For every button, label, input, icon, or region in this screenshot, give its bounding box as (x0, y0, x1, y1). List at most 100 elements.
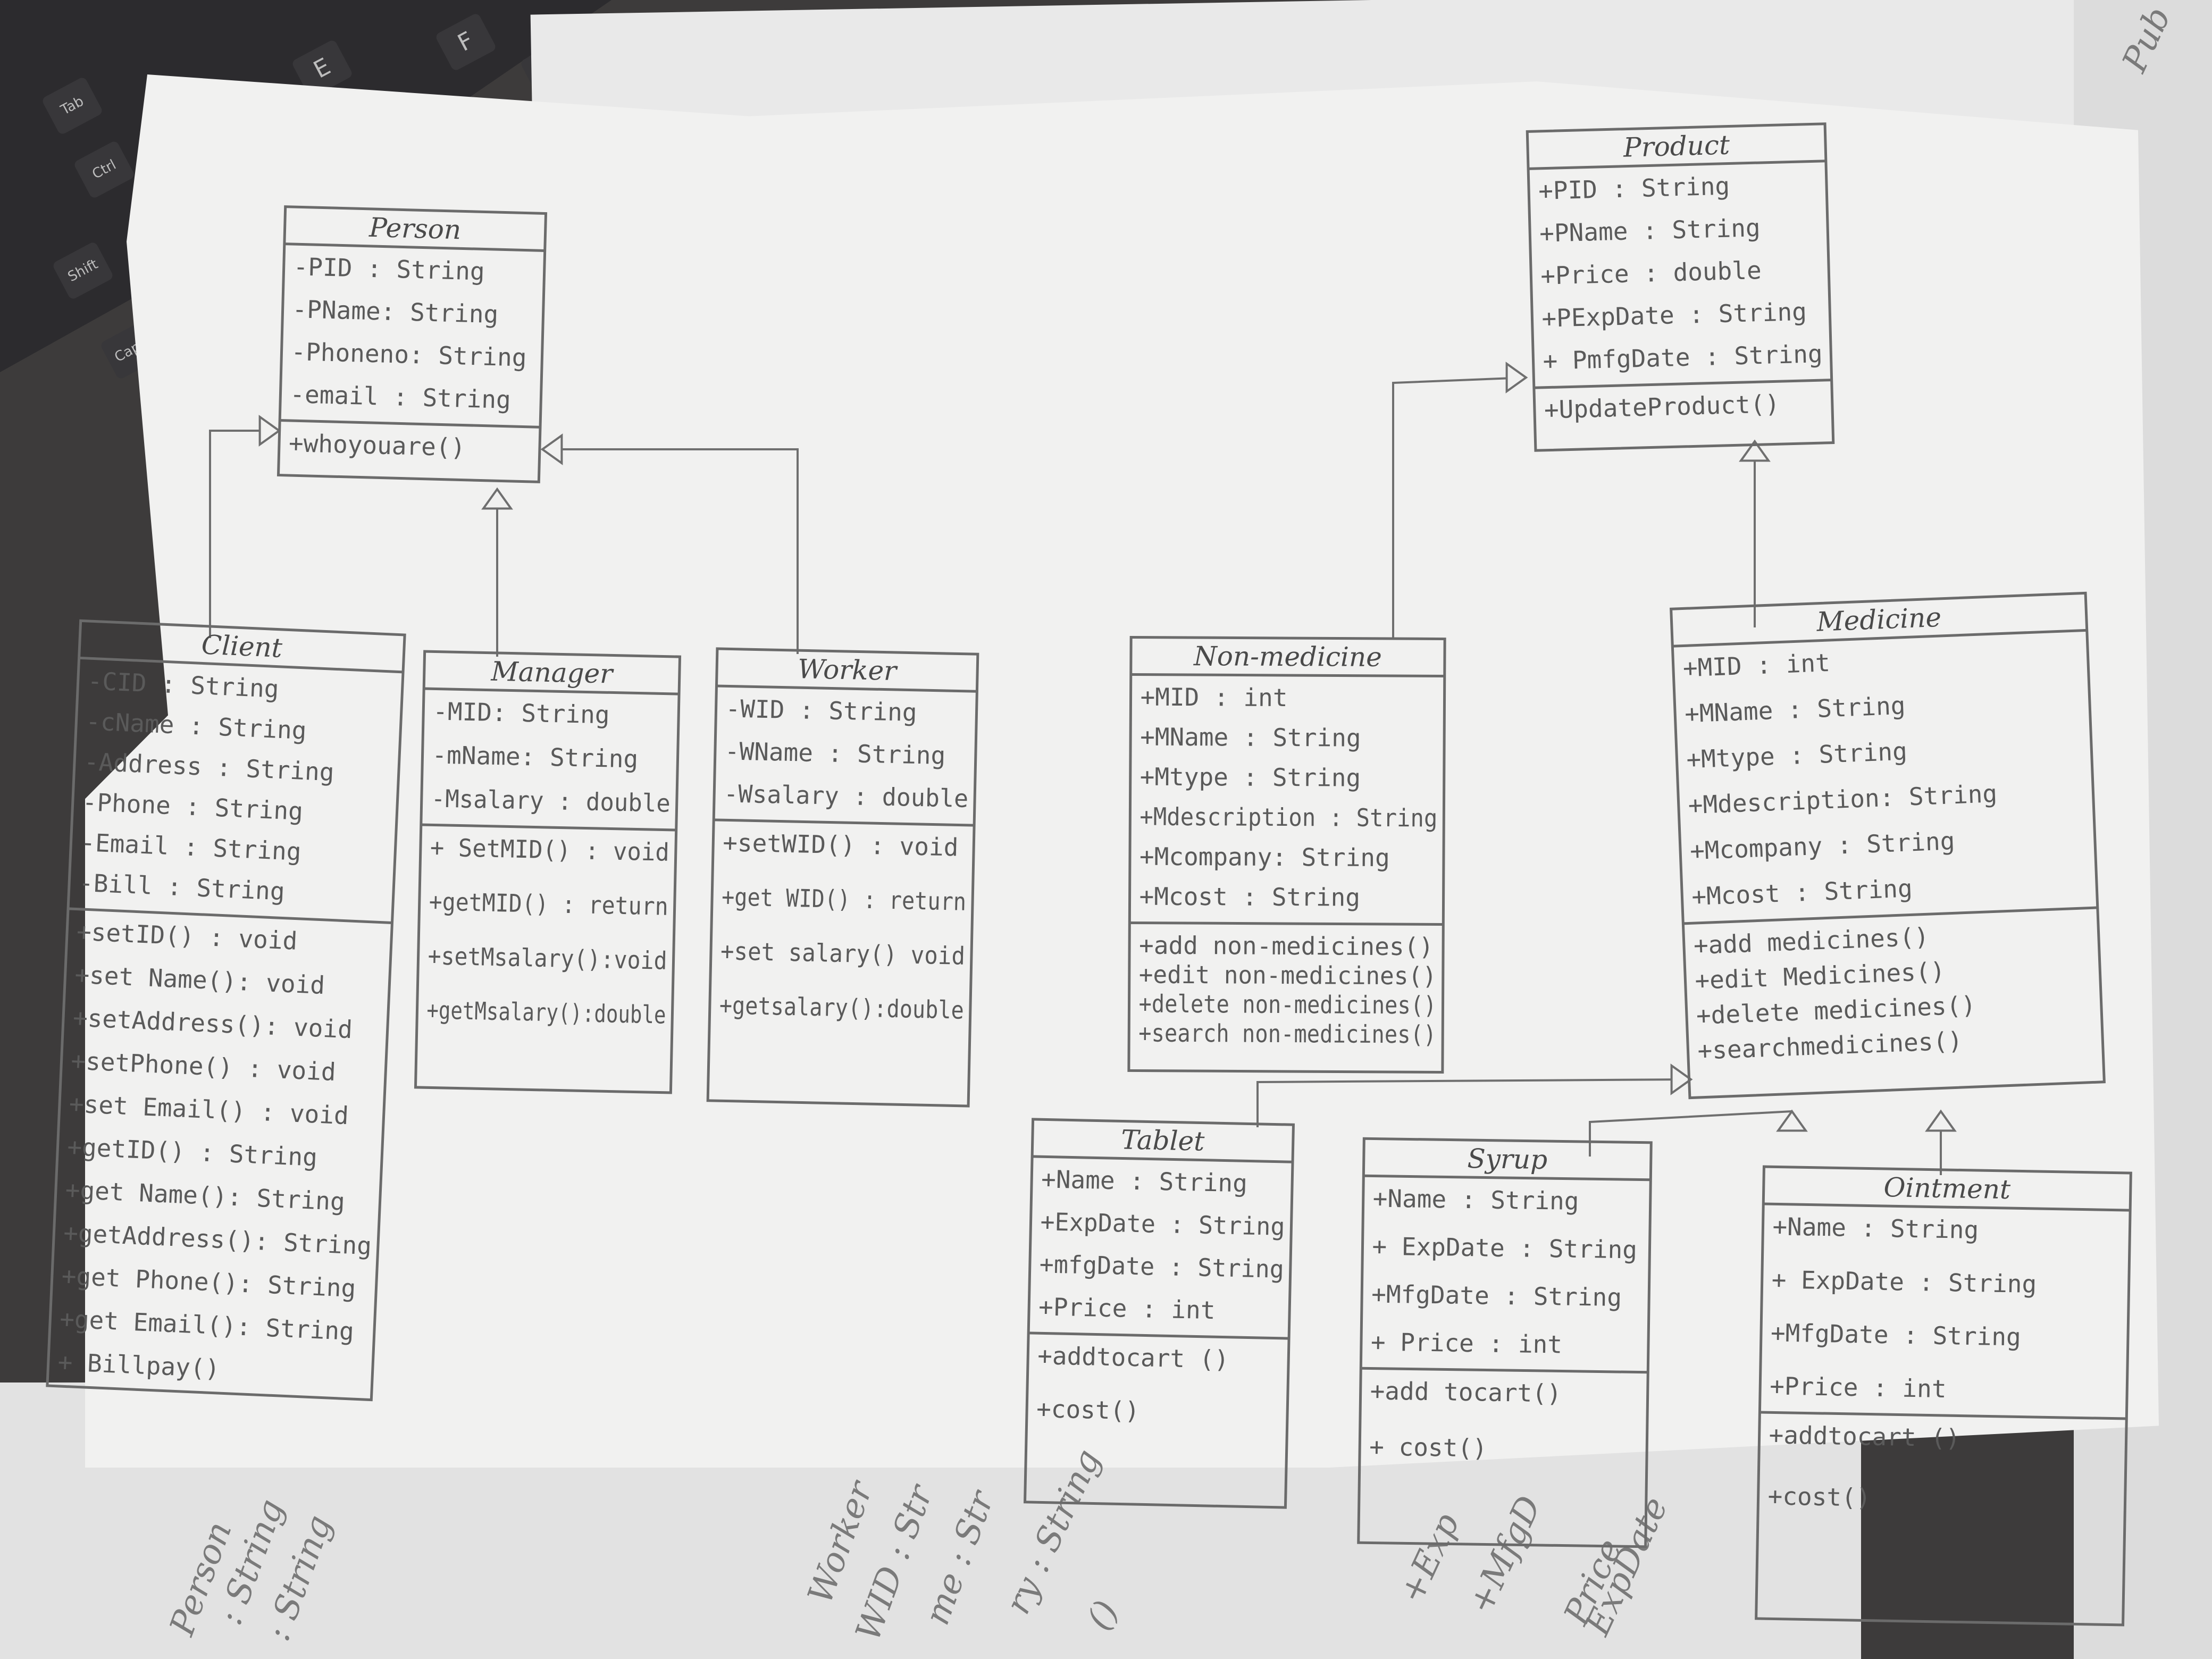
class-name-divider (284, 242, 545, 252)
background-fragment-text: ry : String (998, 1444, 1108, 1620)
class-method: +add medicines() (1693, 922, 1930, 960)
class-attribute: +Name : String (1041, 1164, 1248, 1197)
class-method: +add tocart() (1370, 1376, 1562, 1407)
class-attribute: + ExpDate : String (1372, 1232, 1637, 1264)
class-method: +setAddress(): void (72, 1003, 353, 1044)
class-attribute-divider (421, 823, 676, 832)
class-attribute: -Email : String (80, 828, 301, 866)
class-attribute: +Price : int (1038, 1292, 1216, 1325)
class-method: +delete medicines() (1696, 991, 1976, 1030)
class-attribute: + ExpDate : String (1771, 1265, 2037, 1298)
class-box-outline (1526, 122, 1835, 452)
class-attribute: -WID : String (725, 694, 917, 727)
class-name-divider (716, 684, 977, 693)
class-attribute: -WName : String (724, 736, 945, 770)
class-method: +addtocart () (1037, 1341, 1229, 1374)
class-attribute-divider (714, 818, 975, 827)
class-attribute: +Mcost : String (1691, 874, 1913, 911)
diagram-paper (85, 74, 2159, 1468)
class-attribute-divider (1028, 1331, 1289, 1340)
class-attribute: -email : String (290, 380, 512, 414)
class-attribute: +ExpDate : String (1040, 1207, 1285, 1241)
class-attribute: +MfgDate : String (1371, 1279, 1622, 1312)
inheritance-arrowhead (1670, 1063, 1693, 1095)
class-method: +getID() : String (66, 1132, 318, 1171)
inheritance-links (209, 362, 1957, 1175)
link-worker-to-person (542, 448, 799, 654)
class-attribute: -cName : String (85, 707, 307, 745)
class-attribute: -Phoneno: String (291, 337, 527, 372)
inheritance-arrowhead (258, 415, 281, 447)
class-name: Medicine (1815, 602, 1942, 638)
class-name: Product (1622, 129, 1730, 163)
class-name-divider (1130, 673, 1445, 678)
background-fragment-text: +Exp (1392, 1507, 1467, 1610)
inheritance-arrowhead (540, 433, 563, 465)
class-box-outline (1023, 1118, 1295, 1509)
class-name-divider (1528, 160, 1826, 170)
class-method: +addtocart () (1769, 1420, 1960, 1452)
class-method: + cost() (1369, 1432, 1487, 1462)
class-person: Person-PID : String-PName: String-Phonen… (276, 205, 548, 483)
class-attribute: -Msalary : double (431, 784, 671, 817)
class-name: Person (368, 212, 462, 246)
class-tablet: Tablet+Name : String+ExpDate : String+mf… (1023, 1118, 1295, 1509)
class-attribute: +MName : String (1140, 723, 1361, 752)
class-attribute: +PID : String (1538, 172, 1730, 205)
class-method: +getMsalary():double (426, 995, 666, 1029)
class-attribute-divider (1683, 906, 2098, 925)
class-box-outline (1755, 1165, 2132, 1627)
class-method: +get Name(): String (65, 1175, 346, 1216)
inheritance-arrowhead (1739, 439, 1771, 462)
class-boxes: Person-PID : String-PName: String-Phonen… (46, 122, 2132, 1627)
class-box-outline (1670, 591, 2106, 1100)
class-attribute: +Price : double (1540, 256, 1762, 290)
inheritance-arrowhead (481, 487, 513, 510)
class-name: Non-medicine (1193, 641, 1382, 673)
class-manager: Manager-MID: String-mName: String-Msalar… (414, 650, 682, 1094)
class-client: Client-CID : String-cName : String-Addre… (46, 619, 406, 1402)
class-method: +setPhone() : void (70, 1046, 336, 1086)
class-attribute: +MID : int (1682, 648, 1831, 683)
class-attribute: +MfgDate : String (1771, 1318, 2022, 1351)
class-method: +setMsalary():void (428, 941, 667, 975)
class-method: +getsalary():double (719, 991, 964, 1025)
class-box-outline (1127, 635, 1446, 1074)
class-attribute: +MID : int (1140, 683, 1287, 712)
class-box-outline (706, 647, 979, 1108)
class-attribute: + Price : int (1371, 1327, 1563, 1359)
class-attribute: -Wsalary : double (724, 779, 969, 813)
class-method: +searchmedicines() (1697, 1026, 1963, 1065)
class-box-outline (414, 650, 682, 1094)
class-name-divider (1672, 629, 2087, 648)
class-attribute: -mName: String (432, 740, 639, 773)
class-attribute: -CID : String (87, 666, 280, 703)
class-attribute: -Phone : String (82, 787, 304, 826)
class-name: Worker (798, 653, 899, 686)
class-method: +edit Medicines() (1694, 957, 1946, 995)
class-method: +cost() (1767, 1481, 1871, 1512)
link-nonmedicine-to-product (1392, 376, 1527, 638)
inheritance-arrowhead (1505, 362, 1528, 393)
class-attribute: +Mcompany : String (1689, 826, 1955, 865)
class-attribute-divider (1361, 1367, 1648, 1374)
class-attribute: +Mdescription : String (1139, 802, 1437, 833)
class-method: +setID() : void (76, 917, 298, 956)
class-method: +get Phone(): String (61, 1261, 357, 1303)
class-box-outline (46, 619, 406, 1402)
class-method: +getAddress(): String (63, 1218, 372, 1260)
class-name-divider (1363, 1174, 1651, 1182)
class-attribute: -PID : String (293, 252, 485, 286)
class-attribute: -MID: String (433, 697, 610, 729)
class-method: +set Email() : void (69, 1089, 349, 1130)
class-method: +whoyouare() (288, 429, 466, 462)
class-attribute: +Name : String (1372, 1184, 1579, 1216)
class-attribute: +Mcompany: String (1139, 842, 1390, 872)
class-name: Tablet (1121, 1124, 1205, 1157)
class-method: +add non-medicines() (1139, 931, 1434, 961)
class-attribute: +Name : String (1772, 1212, 1979, 1244)
link-syrup-to-medicine (1589, 1110, 1792, 1157)
class-attribute: +PName : String (1539, 213, 1761, 248)
class-attribute: +Price : int (1770, 1371, 1947, 1403)
link-client-to-person (209, 430, 279, 638)
